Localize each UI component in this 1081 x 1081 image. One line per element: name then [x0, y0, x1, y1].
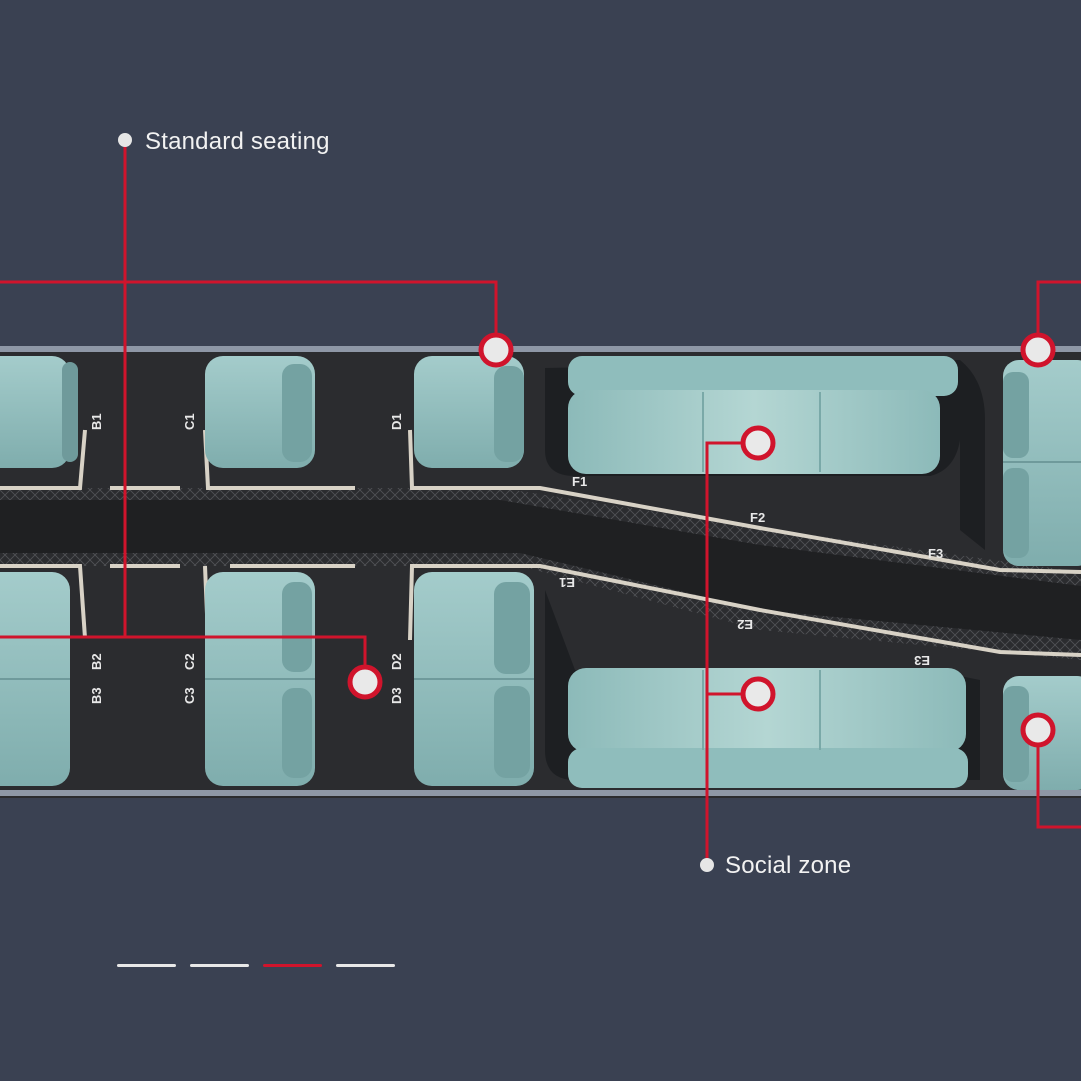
train-car-bottom-edge: [0, 790, 1081, 796]
seat-label-F3: F3: [928, 546, 943, 561]
seat-B2-B3: [0, 572, 70, 786]
seat-label-B2: B2: [89, 653, 104, 670]
callout-standard-label: Standard seating: [145, 128, 330, 155]
seat-right-top: [1003, 360, 1081, 566]
seat-label-F1: F1: [572, 474, 587, 489]
seat-label-B1: B1: [89, 413, 104, 430]
callout-social-label: Social zone: [725, 852, 852, 879]
pager-segment-4[interactable]: [336, 964, 395, 967]
slide-pager: [117, 964, 395, 967]
pager-segment-2[interactable]: [190, 964, 249, 967]
seat-label-C3: C3: [182, 687, 197, 704]
seat-label-E1: E1: [559, 575, 575, 590]
callout-standard-dot: [118, 133, 132, 147]
callout-line-standard-top: [0, 280, 498, 350]
aisle-edge-top: [0, 429, 1081, 574]
seat-label-F2: F2: [750, 510, 765, 525]
marker-right-top[interactable]: [1020, 332, 1056, 368]
train-car-top-edge: [0, 346, 1081, 352]
seat-B1: [0, 356, 78, 468]
seat-label-D2: D2: [389, 653, 404, 670]
callout-line-right-bottom: [1036, 730, 1081, 829]
marker-standard-d1[interactable]: [478, 332, 514, 368]
marker-social-top[interactable]: [740, 425, 776, 461]
seat-D2-D3: [414, 572, 534, 786]
marker-right-bottom[interactable]: [1020, 712, 1056, 748]
seat-label-D3: D3: [389, 687, 404, 704]
pager-segment-1[interactable]: [117, 964, 176, 967]
pager-segment-3[interactable]: [263, 964, 322, 967]
seat-label-B3: B3: [89, 687, 104, 704]
seat-C2-C3: [205, 572, 315, 786]
callout-line-right-top: [1036, 280, 1081, 350]
seat-C1: [205, 356, 315, 468]
seat-label-E3: E3: [914, 653, 930, 668]
seat-D1: [414, 356, 524, 468]
callout-social-dot: [700, 858, 714, 872]
aisle-center: [0, 500, 1081, 640]
marker-standard-d2[interactable]: [347, 664, 383, 700]
seat-label-C2: C2: [182, 653, 197, 670]
marker-social-bottom[interactable]: [740, 676, 776, 712]
seat-label-D1: D1: [389, 413, 404, 430]
seat-label-E2: E2: [737, 617, 753, 632]
callout-markers: [347, 332, 1056, 748]
seat-label-C1: C1: [182, 413, 197, 430]
